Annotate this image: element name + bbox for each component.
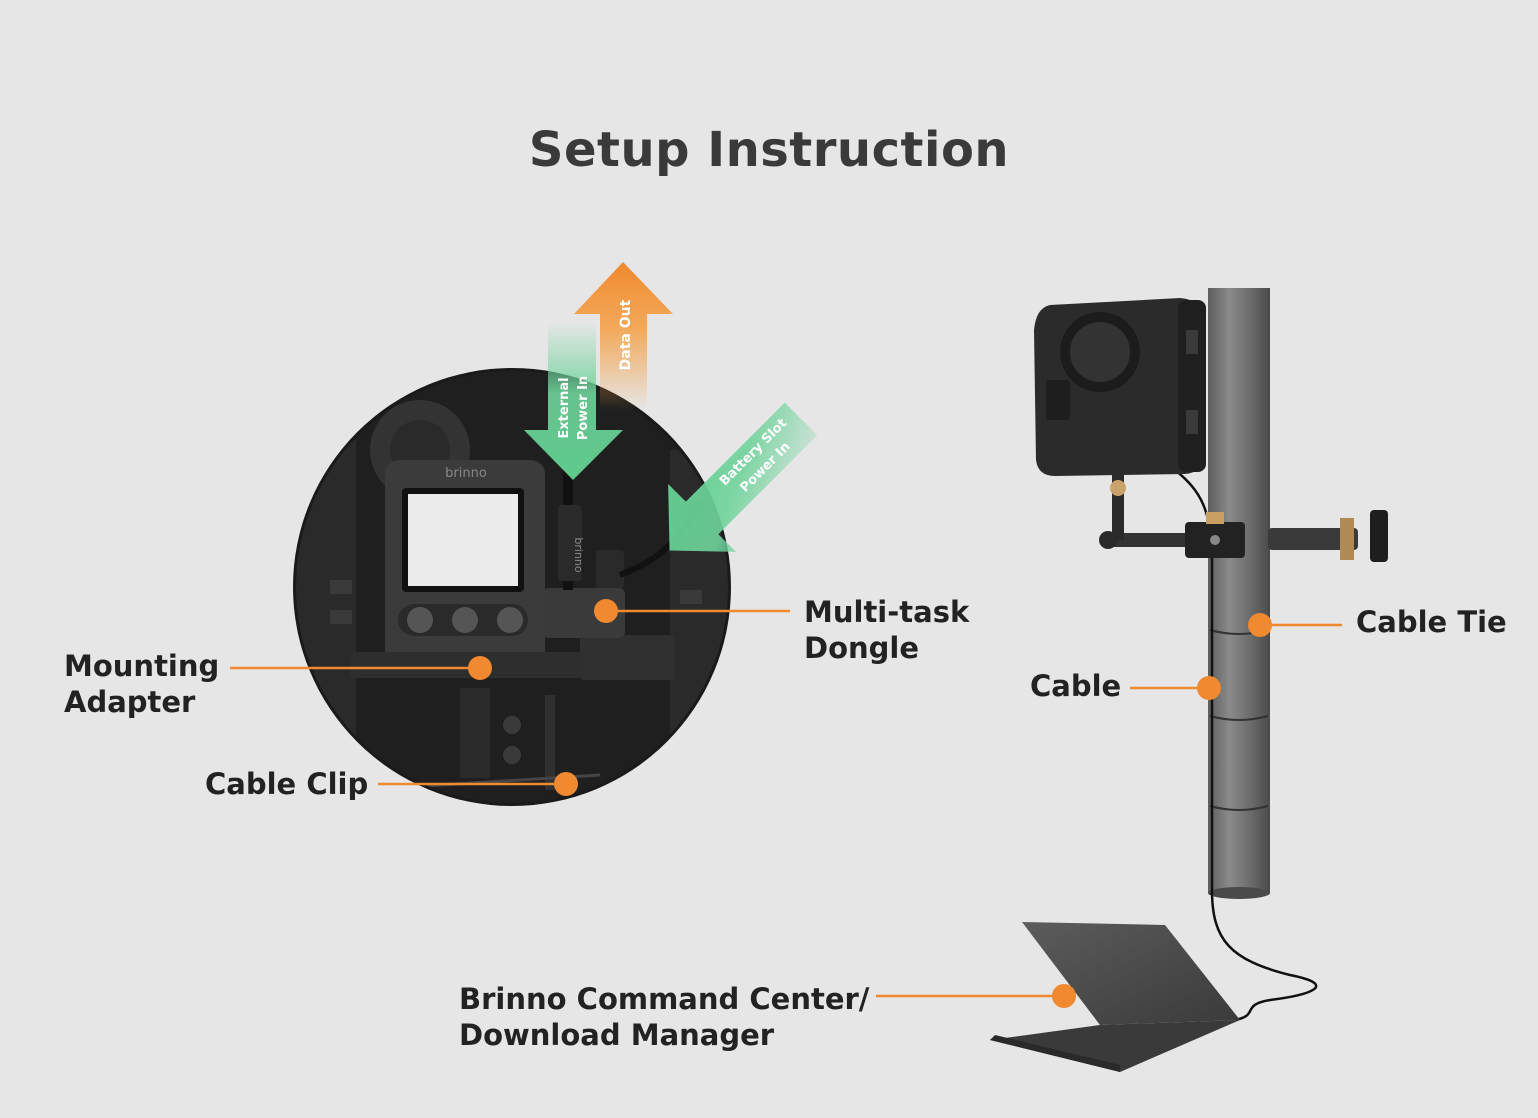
label-line: Download Manager [459,1018,775,1052]
label-line: Cable Clip [205,767,369,801]
label-mounting-adapter: Mounting Adapter [64,648,219,720]
callout-cable-marker [1130,676,1221,700]
label-line: Cable Tie [1356,605,1507,639]
label-line: Cable [1030,669,1122,703]
callout-command-center-marker [876,984,1076,1008]
label-line: Mounting [64,649,220,683]
data-out-arrow: Data Out [574,262,673,410]
laptop-illustration [990,922,1240,1072]
camera-interior-closeup: brinno brinno [293,368,731,806]
callout-cable-tie-marker [1248,613,1342,637]
external-power-label-2: Power In [576,376,591,440]
pole-mount-illustration [1034,288,1388,1022]
label-cable: Cable [1030,668,1121,704]
external-power-label-1: External [557,377,572,438]
label-line: Adapter [64,685,196,719]
data-out-label: Data Out [618,299,634,370]
dongle-brand-text: brinno [572,537,585,573]
device-brand-text: brinno [445,466,487,481]
label-command-center: Brinno Command Center/ Download Manager [459,981,869,1053]
page-title: Setup Instruction [528,122,1010,178]
callout-mounting-adapter-marker [230,656,492,680]
label-line: Dongle [804,631,920,665]
external-power-arrow: External Power In [524,322,623,480]
label-line: Multi-task [804,595,970,629]
callout-cable-clip-marker [378,772,578,796]
label-cable-tie: Cable Tie [1356,604,1507,640]
callout-multi-task-dongle-marker [594,599,790,623]
label-multi-task-dongle: Multi-task Dongle [804,594,969,666]
label-line: Brinno Command Center/ [459,982,870,1016]
label-cable-clip: Cable Clip [205,766,368,802]
